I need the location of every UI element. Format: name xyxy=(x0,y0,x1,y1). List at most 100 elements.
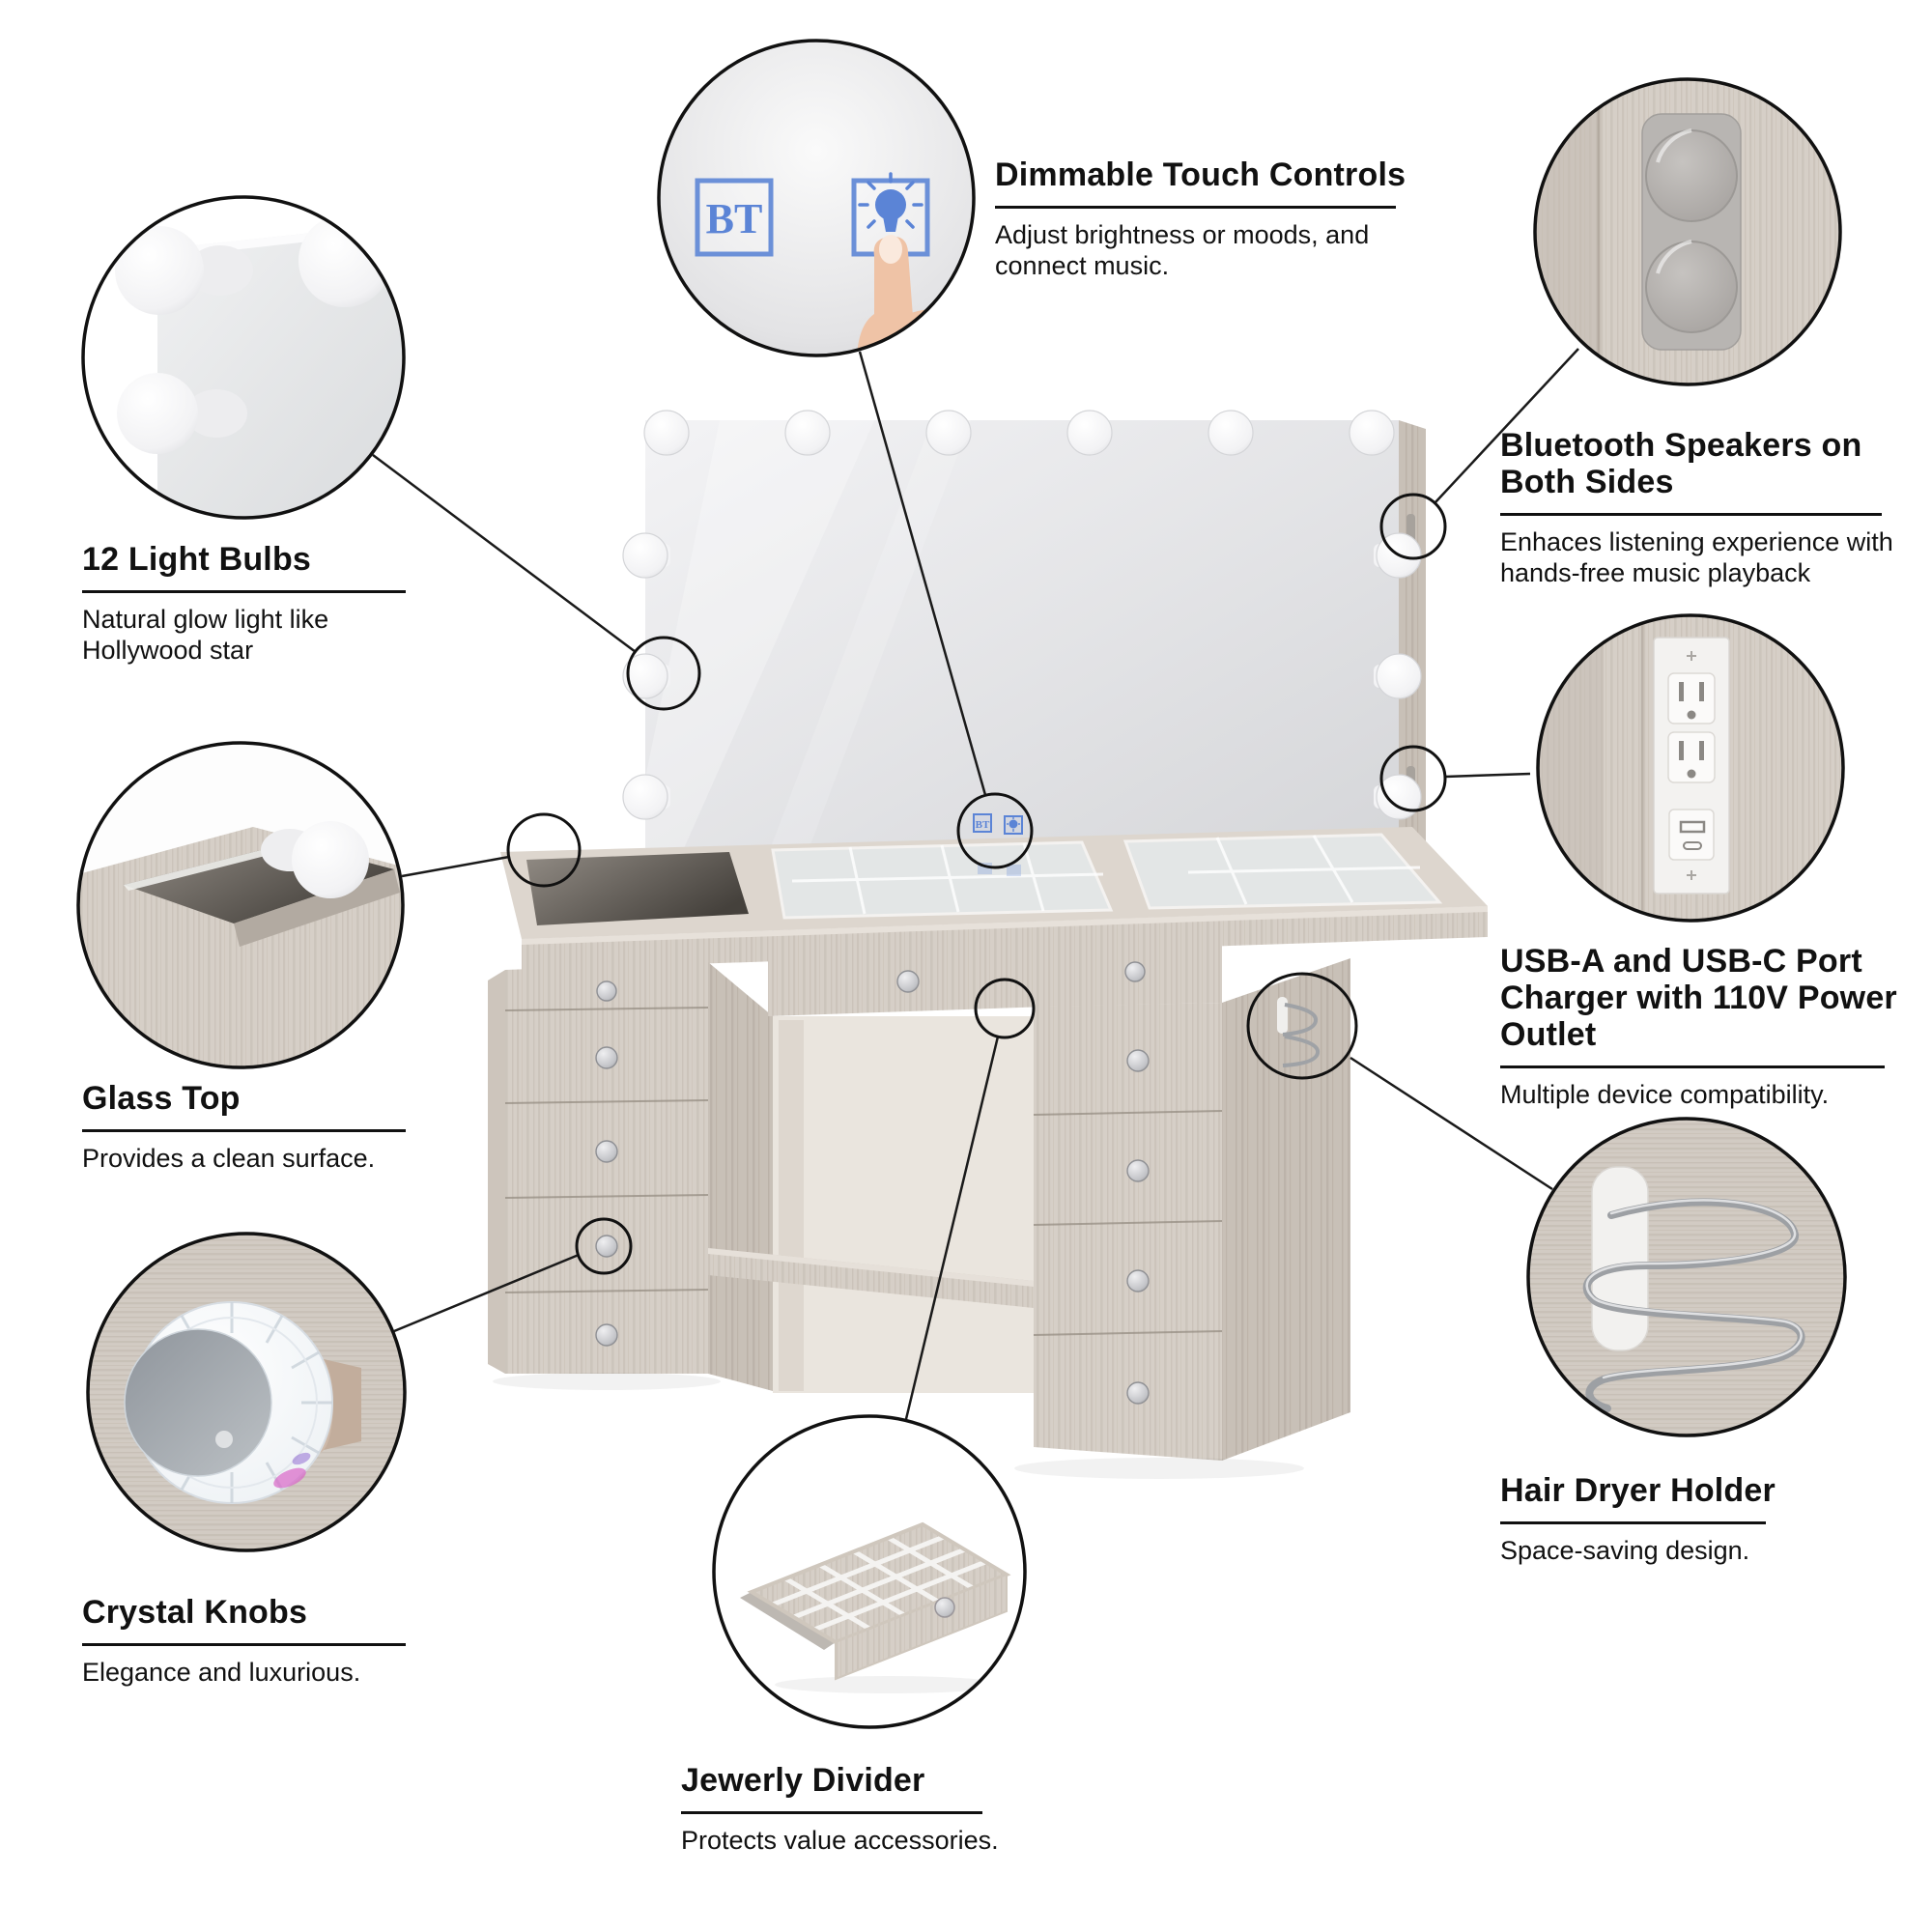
usb-a-port xyxy=(1679,820,1706,834)
mirror-sheen-2 xyxy=(768,420,971,855)
callout-description: Elegance and luxurious. xyxy=(82,1658,361,1687)
hair-dryer-holder-hooks xyxy=(1277,997,1321,1067)
bt-button-label: BT xyxy=(706,195,763,242)
ring-jewelry-divider xyxy=(974,978,1036,1039)
drawer-front xyxy=(835,1573,1008,1681)
title-underline xyxy=(995,206,1396,209)
light-bulb-glyph xyxy=(858,172,923,232)
title-underline xyxy=(82,1129,406,1132)
right-drawer-stack xyxy=(1033,937,1350,1461)
touch-controls-detail-circle: BT xyxy=(657,39,976,357)
callout-title: Crystal Knobs xyxy=(82,1594,308,1631)
usb-ports-icon xyxy=(1668,809,1715,861)
drawer-knobs xyxy=(1126,1049,1150,1405)
drawer-knob xyxy=(934,1597,955,1618)
divider-grid xyxy=(772,1534,986,1633)
crystal-knob-detail-circle xyxy=(86,1232,407,1552)
callout-bluetooth-speakers: Bluetooth Speakers on Both Sides Enhaces… xyxy=(1500,427,1932,588)
connector-glass-top xyxy=(401,855,510,878)
hollywood-mirror xyxy=(645,420,1426,918)
callout-description: Natural glow light like Hollywood star xyxy=(82,605,329,665)
title-underline xyxy=(1500,1521,1766,1524)
callout-description: Protects value accessories. xyxy=(681,1826,999,1855)
light-bulbs-detail-circle xyxy=(81,195,406,520)
support-stretcher xyxy=(708,1248,1034,1308)
knee-space xyxy=(708,1016,1034,1393)
callout-title: 12 Light Bulbs xyxy=(82,541,312,578)
drawer-knobs xyxy=(595,980,618,1347)
connector-touch-controls xyxy=(858,351,987,796)
glass-tabletop: BT xyxy=(500,813,1488,970)
title-underline xyxy=(1500,513,1882,516)
connector-crystal-knob xyxy=(393,1253,580,1333)
ring-hair-dryer xyxy=(1246,972,1358,1080)
bt-icon-label: BT xyxy=(976,819,990,831)
drawer-rail xyxy=(740,1592,836,1650)
drawer-seams xyxy=(1033,1110,1223,1336)
left-pedestal-inner-side xyxy=(708,962,773,1391)
title-underline xyxy=(82,1643,406,1646)
mirror-sheen xyxy=(645,420,874,855)
light-bulb-icon xyxy=(292,821,369,898)
jewelry-divider-detail-circle xyxy=(712,1414,1027,1729)
callout-title: Dimmable Touch Controls xyxy=(995,156,1406,193)
callout-description: Space-saving design. xyxy=(1500,1536,1750,1565)
brightness-icon-reflection xyxy=(1007,865,1021,876)
callout-touch-controls: Dimmable Touch Controls Adjust brightnes… xyxy=(995,156,1439,281)
refraction-highlight xyxy=(273,1467,306,1489)
left-drawer-stack xyxy=(488,962,773,1391)
outlet-detail-circle xyxy=(1536,613,1845,923)
callout-title: USB-A and USB-C Port Charger with 110V P… xyxy=(1500,943,1897,1053)
connector-light-bulbs xyxy=(372,454,637,653)
callout-description: Provides a clean surface. xyxy=(82,1144,376,1173)
holder-wall-plate xyxy=(1591,1166,1649,1351)
ring-crystal-knob xyxy=(575,1217,633,1275)
callout-title: Jewerly Divider xyxy=(681,1762,925,1799)
usb-c-port xyxy=(1683,841,1702,850)
speakers-detail-circle xyxy=(1533,77,1842,386)
vanity-table: BT xyxy=(488,410,1488,1479)
ring-light-bulb xyxy=(626,636,701,711)
callout-title: Glass Top xyxy=(82,1080,241,1117)
bt-icon xyxy=(973,813,992,833)
callout-hair-dryer: Hair Dryer Holder Space-saving design. xyxy=(1500,1472,1906,1566)
callout-crystal-knobs: Crystal Knobs Elegance and luxurious. xyxy=(82,1594,469,1688)
light-bulb-icon xyxy=(643,410,690,456)
callout-light-bulbs: 12 Light Bulbs Natural glow light like H… xyxy=(82,541,430,666)
callout-usb-outlet: USB-A and USB-C Port Charger with 110V P… xyxy=(1500,943,1925,1110)
connector-outlet xyxy=(1444,772,1531,779)
callout-title: Bluetooth Speakers on Both Sides xyxy=(1500,427,1862,500)
center-drawer-knob xyxy=(896,970,920,993)
right-pedestal-side xyxy=(1222,958,1350,1461)
connector-jewelry-divider xyxy=(904,1036,1000,1420)
connector-speakers xyxy=(1434,348,1579,504)
hair-dryer-detail-circle xyxy=(1526,1117,1847,1437)
callout-description: Enhaces listening experience with hands-… xyxy=(1500,527,1893,587)
bt-button xyxy=(695,178,774,257)
ring-outlet xyxy=(1379,745,1447,812)
light-bulb-icon xyxy=(298,214,391,307)
callout-description: Multiple device compatibility. xyxy=(1500,1080,1830,1109)
title-underline xyxy=(1500,1065,1885,1068)
glass-top-detail-circle xyxy=(76,741,405,1069)
jewelry-divider-icon xyxy=(740,1521,1011,1693)
callout-glass-top: Glass Top Provides a clean surface. xyxy=(82,1080,469,1174)
connector-lines xyxy=(372,348,1579,1420)
glass-corner-inset xyxy=(526,852,749,925)
light-bulb-icon xyxy=(117,373,198,454)
tabletop-front-edge xyxy=(522,906,1488,970)
callout-jewelry-divider: Jewerly Divider Protects value accessori… xyxy=(681,1762,1067,1856)
connector-hair-dryer xyxy=(1350,1056,1553,1191)
ring-speaker-top xyxy=(1379,493,1447,560)
light-bulb-icon xyxy=(115,226,204,315)
ring-glass-top xyxy=(506,812,582,888)
ring-touch-controls xyxy=(956,792,1034,869)
callout-description: Adjust brightness or moods, and connect … xyxy=(995,220,1370,280)
organizer-tray-lines xyxy=(791,835,1421,915)
drawer-seams xyxy=(504,1007,709,1293)
title-underline xyxy=(681,1811,982,1814)
title-underline xyxy=(82,590,406,593)
callout-title: Hair Dryer Holder xyxy=(1500,1472,1776,1509)
